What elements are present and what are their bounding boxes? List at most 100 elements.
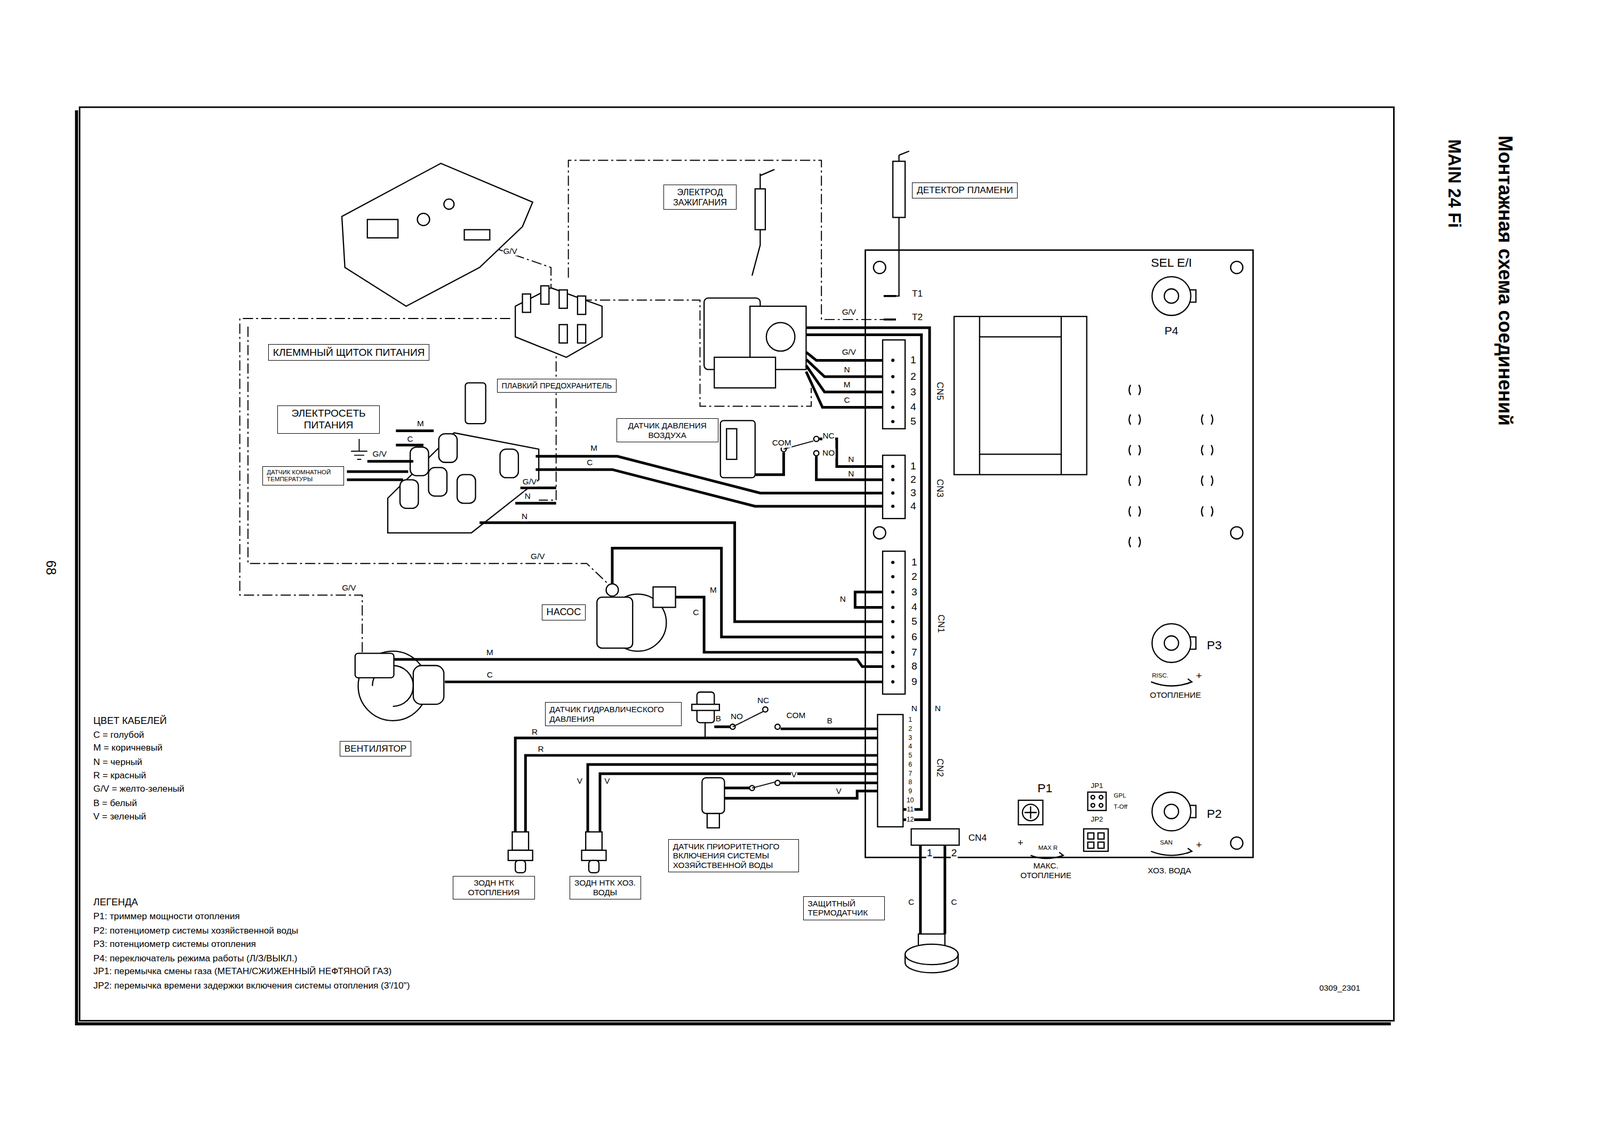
control-board-part bbox=[1091, 803, 1095, 807]
text-label: 0309_2301 bbox=[1318, 982, 1362, 993]
wire-part bbox=[515, 737, 878, 832]
text-label: MAIN 24 Fi bbox=[1444, 138, 1464, 229]
text-label: 2 bbox=[910, 570, 918, 583]
label-box: ЗАЩИТНЫЙ ТЕРМОДАТЧИК bbox=[803, 896, 885, 920]
text-label: 2 bbox=[909, 473, 917, 486]
control-board-part bbox=[1230, 526, 1243, 539]
text-label: B bbox=[715, 713, 722, 724]
text-label: V bbox=[576, 776, 583, 786]
text-label: G/V bbox=[502, 246, 518, 256]
wire-part bbox=[724, 790, 878, 798]
components-part bbox=[341, 163, 533, 307]
text-label: 11 bbox=[906, 805, 915, 813]
components-part bbox=[652, 586, 676, 607]
components-part bbox=[813, 436, 820, 442]
text-label: 3 bbox=[909, 486, 917, 499]
text-label: 1 bbox=[909, 460, 917, 472]
text-label: T-Off bbox=[1113, 803, 1128, 811]
components-part bbox=[457, 474, 476, 504]
text-label: C bbox=[586, 457, 594, 468]
text-label: + bbox=[1017, 836, 1024, 849]
control-board-part bbox=[1129, 384, 1141, 547]
text-label: M bbox=[843, 379, 852, 390]
legend-entry: C = голубой bbox=[92, 729, 145, 741]
control-board-part bbox=[1201, 414, 1213, 517]
text-label: G/V bbox=[341, 582, 357, 593]
text-label: CN4 bbox=[968, 832, 988, 844]
wire-part bbox=[780, 727, 878, 731]
control-board-part bbox=[1152, 623, 1191, 663]
connector-pins-part bbox=[891, 664, 895, 668]
legend-entry: N = черный bbox=[92, 756, 143, 768]
text-label: SEL E/I bbox=[1150, 255, 1193, 270]
label-box: ДАТЧИК ПРИОРИТЕТНОГО ВКЛЮЧЕНИЯ СИСТЕМЫ Х… bbox=[668, 838, 799, 872]
control-board-part bbox=[1230, 261, 1243, 274]
diagram-title: Монтажная схема соединений bbox=[1493, 134, 1517, 427]
components-part bbox=[558, 324, 567, 343]
wire-part bbox=[612, 547, 883, 637]
components-part bbox=[774, 780, 781, 786]
text-label: P4 bbox=[1164, 324, 1180, 338]
text-label: 1 bbox=[907, 715, 913, 724]
text-label: NO bbox=[821, 448, 836, 459]
box-text: ВЕНТИЛЯТОР bbox=[344, 743, 407, 755]
control-board-part bbox=[954, 316, 1087, 475]
components-part bbox=[367, 219, 398, 238]
text-label: N bbox=[934, 703, 942, 714]
text-label: P2 bbox=[1206, 806, 1223, 821]
text-label: 12 bbox=[906, 815, 915, 823]
wire-part bbox=[394, 659, 883, 667]
components-part bbox=[581, 850, 607, 861]
connector-pins-part bbox=[891, 650, 895, 654]
components-part bbox=[558, 289, 567, 308]
control-board-part bbox=[1083, 828, 1109, 852]
page-frame bbox=[76, 107, 1394, 1024]
control-board-part bbox=[1189, 289, 1196, 302]
components-part bbox=[596, 596, 633, 648]
wire-part bbox=[724, 786, 750, 790]
thin-wire bbox=[350, 438, 814, 788]
components-part bbox=[899, 150, 910, 156]
text-label: P1 bbox=[1036, 780, 1053, 795]
components-part bbox=[508, 850, 533, 861]
components-part bbox=[883, 155, 900, 296]
components-part bbox=[355, 653, 395, 678]
control-board-part bbox=[882, 339, 906, 429]
text-label: C bbox=[692, 607, 700, 618]
text-label: 2 bbox=[907, 724, 913, 733]
text-label: N bbox=[910, 703, 918, 714]
text-label: G/V bbox=[522, 476, 538, 487]
text-label: M bbox=[485, 647, 494, 658]
connector-pins-part bbox=[891, 358, 895, 362]
wire-part bbox=[805, 359, 883, 378]
box-text: ЭЛЕКТРОД ЗАЖИГАНИЯ bbox=[667, 187, 732, 207]
text-label: 4 bbox=[909, 500, 917, 512]
control-board-part bbox=[873, 261, 886, 274]
components-part bbox=[465, 382, 486, 424]
text-label: C bbox=[950, 897, 958, 908]
components-part bbox=[774, 724, 781, 730]
text-label: ЛЕГЕНДА bbox=[92, 896, 139, 908]
control-board-part bbox=[1164, 635, 1179, 651]
legend-entry: V = зеленый bbox=[92, 811, 147, 822]
text-label: 68 bbox=[43, 559, 59, 576]
components-part bbox=[714, 357, 776, 388]
legend-entry: G/V = желто-зеленый bbox=[92, 783, 186, 795]
label-box: ЗОДН НТК ХОЗ. ВОДЫ bbox=[569, 875, 642, 900]
text-label: M bbox=[709, 585, 718, 595]
connector-pins-part bbox=[891, 590, 895, 594]
text-label: M bbox=[416, 418, 425, 429]
text-label: 8 bbox=[907, 777, 913, 786]
legend-entry: P4: переключатель режима работы (Л/З/ВЫК… bbox=[92, 953, 298, 964]
text-label: G/V bbox=[530, 551, 546, 562]
connector-pins-part bbox=[891, 619, 895, 623]
text-label: JP1 bbox=[1090, 781, 1104, 790]
box-text: ЗОДН НТК ХОЗ. ВОДЫ bbox=[573, 877, 637, 897]
label-box: ЭЛЕКТРОД ЗАЖИГАНИЯ bbox=[663, 184, 738, 210]
text-label: GPL bbox=[1113, 792, 1127, 800]
legend-entry: JP2: перемычка времени задержки включени… bbox=[92, 980, 411, 991]
text-label: R bbox=[537, 744, 544, 755]
components bbox=[341, 150, 959, 973]
components-part bbox=[760, 169, 775, 176]
text-label: 8 bbox=[910, 660, 918, 672]
